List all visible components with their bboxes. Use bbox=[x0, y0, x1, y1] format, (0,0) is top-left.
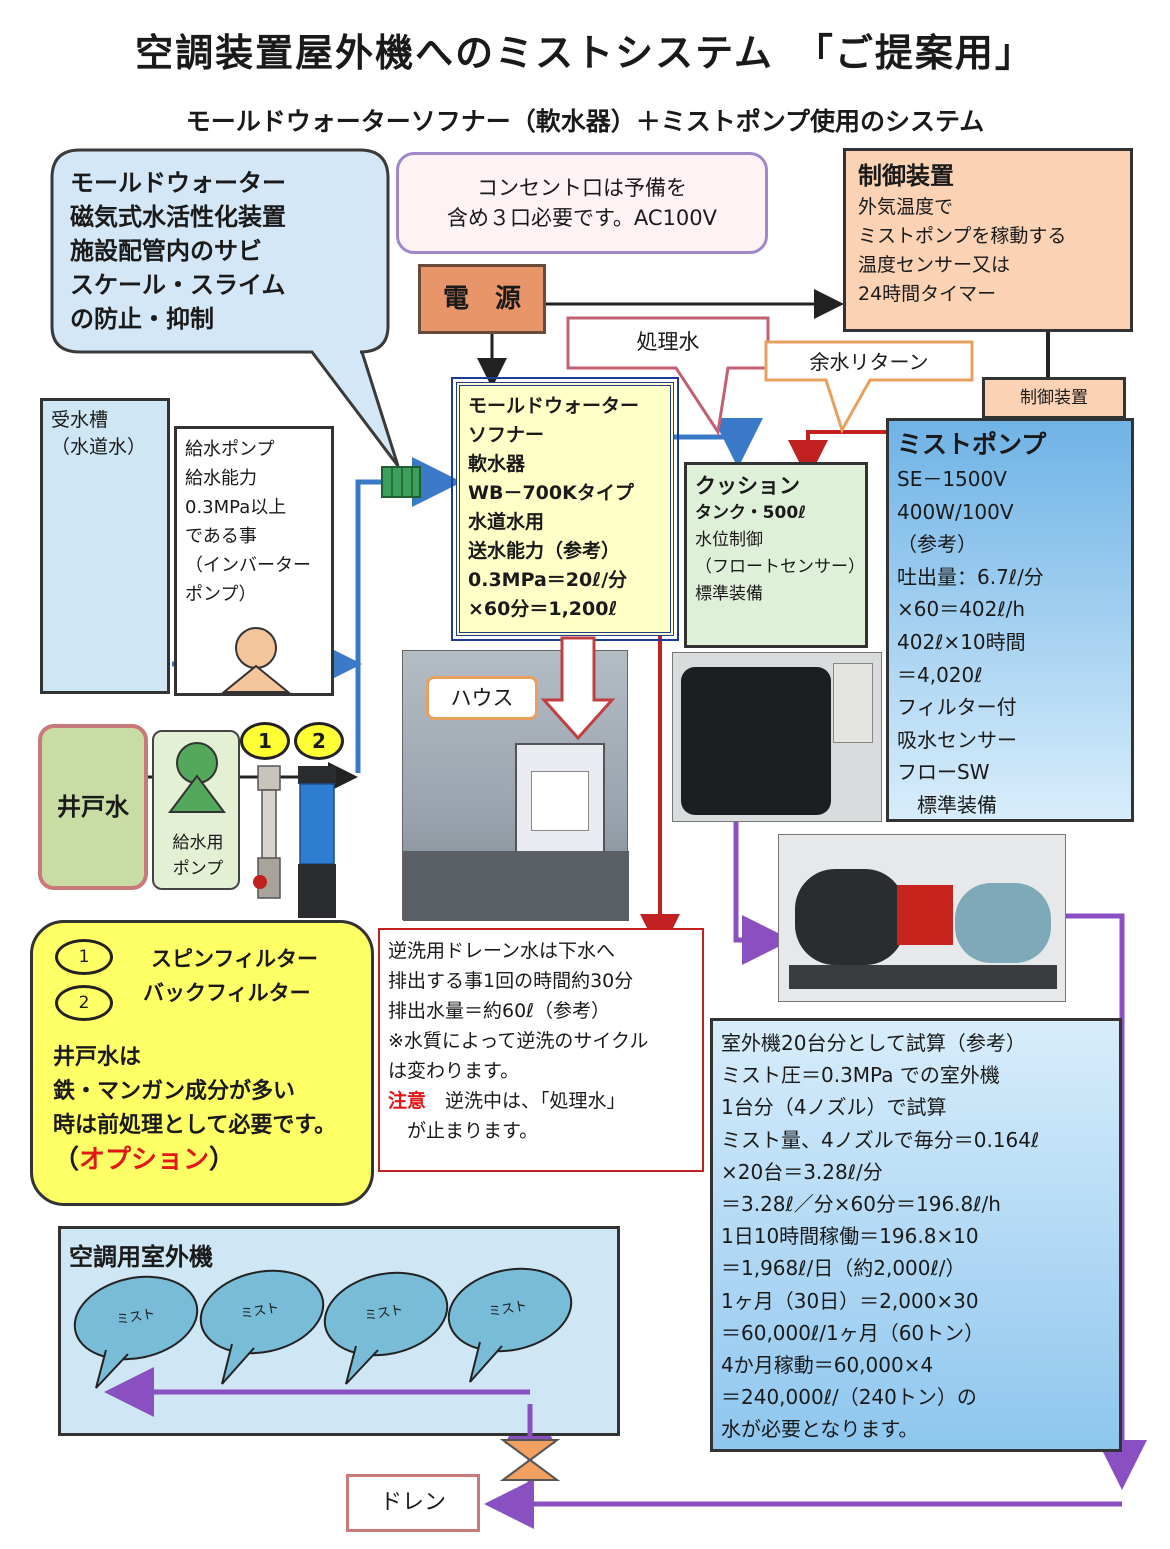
outdoor-unit-area: 空調用室外機 bbox=[58, 1226, 620, 1436]
spin-filter-label: スピンフィルター bbox=[151, 947, 318, 971]
controller-title: 制御装置 bbox=[858, 162, 954, 190]
well-water-box: 井戸水 bbox=[38, 724, 148, 890]
pump-to-drain-pipe bbox=[1066, 913, 1147, 1490]
mold-water-text: モールドウォーター 磁気式水活性化装置 施設配管内のサビ スケール・スライム の… bbox=[70, 169, 286, 333]
excess-return-pipe bbox=[788, 430, 888, 480]
supply-pump-box: 給水ポンプ 給水能力 0.3MPa以上 である事 （インバーター ポンプ） bbox=[174, 426, 334, 696]
caution-label: 注意 bbox=[388, 1090, 427, 1112]
excess-return-label: 余水リターン bbox=[809, 350, 929, 374]
filter-note-num2: 2 bbox=[55, 985, 113, 1021]
cushion-tank-photo bbox=[672, 652, 882, 822]
cushion-tank-box: クッション タンク・500ℓ 水位制御 （フロートセンサー） 標準装備 bbox=[684, 462, 868, 648]
mist-pump-box: ミストポンプ SE－1500V 400W/100V （参考） 吐出量：6.7ℓ/… bbox=[886, 418, 1134, 822]
receiving-tank: 受水槽 （水道水） bbox=[40, 398, 170, 694]
filter-note-num1: 1 bbox=[55, 939, 113, 975]
magnetic-unit-icon bbox=[381, 466, 421, 498]
filter-note-box: 1 2 スピンフィルター バックフィルター 井戸水は 鉄・マンガン成分が多い 時… bbox=[30, 920, 374, 1206]
controller-box: 制御装置 外気温度で ミストポンプを稼動する 温度センサー又は 24時間タイマー bbox=[843, 148, 1133, 332]
option-label: オプション bbox=[79, 1145, 210, 1175]
well-pump-box: 給水用 ポンプ bbox=[152, 730, 240, 890]
page-title: 空調装置屋外機へのミストシステム 「ご提案用」 bbox=[135, 31, 1035, 75]
mist-pump-title: ミストポンプ bbox=[897, 430, 1047, 459]
treated-water-callout bbox=[566, 316, 770, 437]
softener-to-cushion-pipe bbox=[652, 418, 763, 468]
page-subtitle: モールドウォーターソフナー（軟水器）＋ミストポンプ使用のシステム bbox=[185, 107, 985, 136]
filter-number-1-badge: 1 bbox=[240, 722, 290, 760]
calc-box: 室外機20台分として試算（参考） ミスト圧＝0.3MPa での室外機 1台分（4… bbox=[710, 1018, 1122, 1452]
mist-pump-photo bbox=[778, 834, 1066, 1002]
drain-box: ドレン bbox=[346, 1474, 480, 1532]
power-box: 電 源 bbox=[418, 264, 546, 334]
outdoor-unit-title: 空調用室外機 bbox=[69, 1243, 213, 1271]
controller-tag: 制御装置 bbox=[982, 377, 1126, 419]
house-label: ハウス bbox=[426, 676, 538, 720]
drain-valve-icon bbox=[499, 1439, 561, 1481]
softener-box: モールドウォーター ソフナー 軟水器 WB－700Kタイプ 水道水用 送水能力（… bbox=[451, 377, 679, 641]
back-filter-label: バックフィルター bbox=[143, 981, 311, 1005]
mold-water-bubble bbox=[50, 148, 400, 467]
treated-water-label: 処理水 bbox=[636, 330, 700, 354]
filter-number-2-badge: 2 bbox=[294, 722, 344, 760]
outlet-note: コンセント口は予備を 含め３口必要です。AC100V bbox=[396, 152, 768, 254]
cushion-to-pump-pipe bbox=[733, 820, 792, 965]
backwash-note: 逆洗用ドレーン水は下水へ 排出する事1回の時間約30分 排出水量＝約60ℓ（参考… bbox=[378, 928, 704, 1172]
excess-return-callout bbox=[764, 340, 974, 434]
riser-pipe bbox=[355, 479, 382, 773]
